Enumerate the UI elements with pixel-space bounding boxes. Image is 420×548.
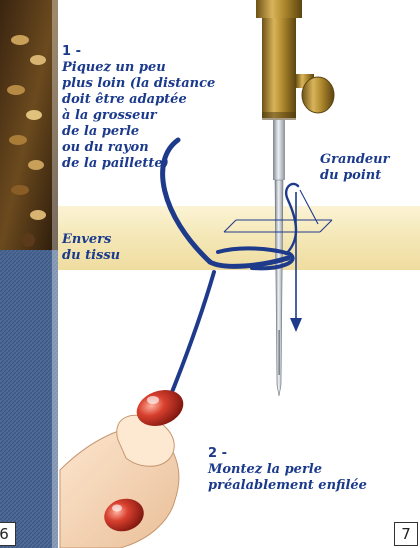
step-2-text: Montez la perle préalablement enfilée [208,462,367,493]
page-number-right: 7 [394,522,418,546]
fabric-back-label: Envers du tissu [62,232,152,264]
stitch-length-label: Grandeur du point [320,152,410,184]
step-1-number: 1 - [62,44,81,59]
step-1-text: Piquez un peu plus loin (la distance doi… [62,60,215,171]
step-2-number: 2 - [208,446,227,461]
page-number-left: 6 [0,522,16,546]
step-2-caption: 2 - Montez la perle préalablement enfilé… [208,430,413,494]
step-1-caption: 1 - Piquez un peu plus loin (la distance… [62,28,282,172]
